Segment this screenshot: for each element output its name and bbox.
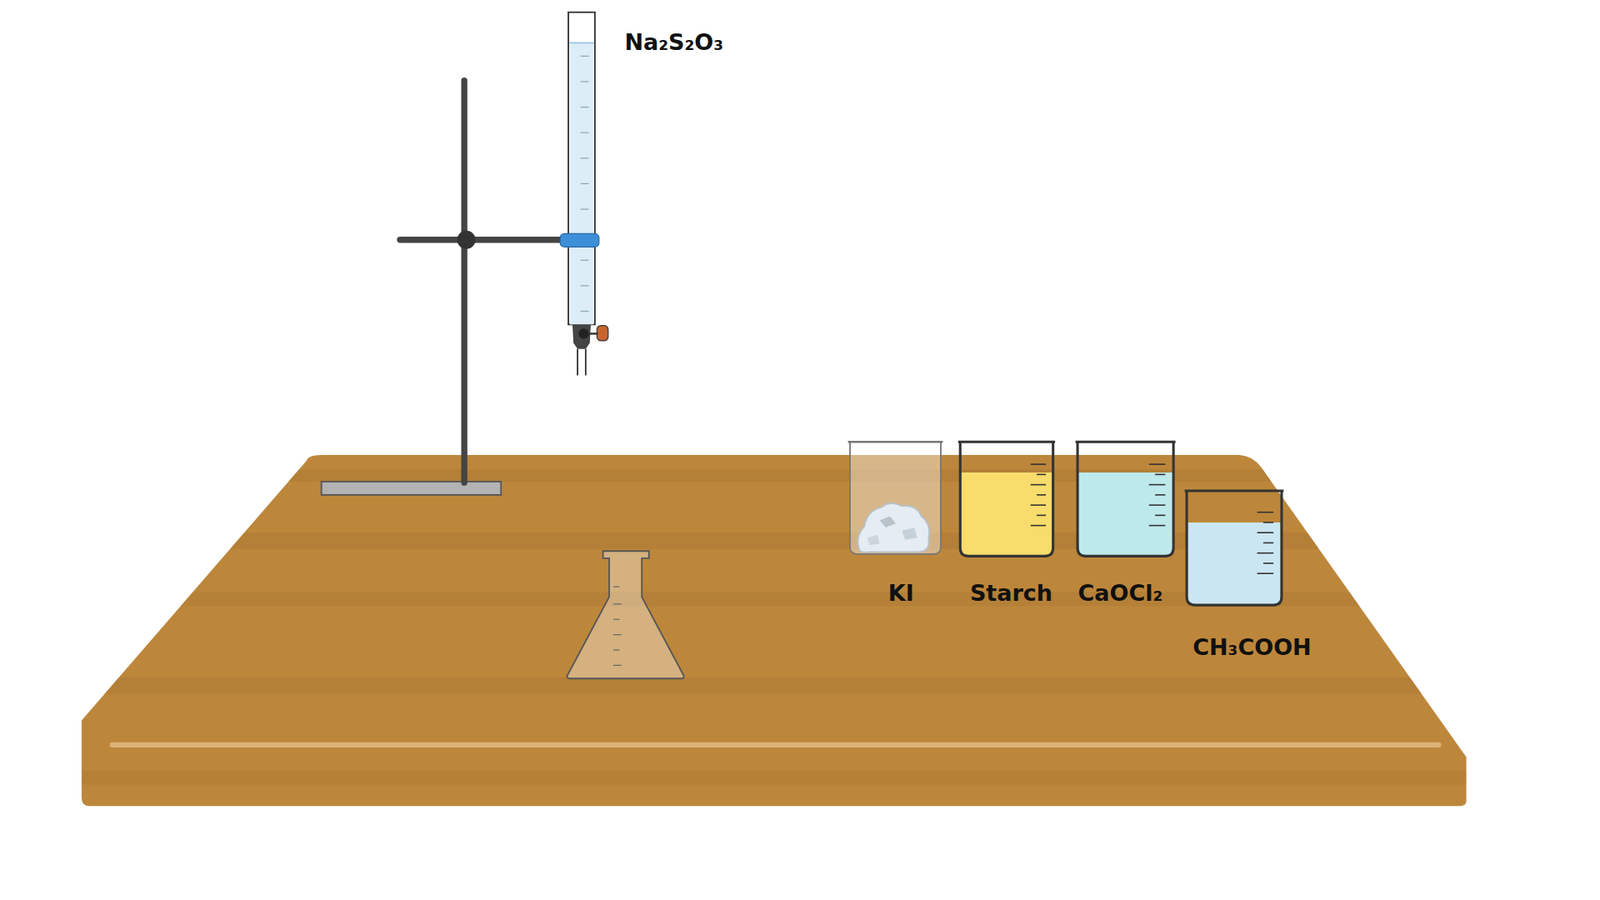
beaker-liquid [960,472,1052,555]
scale-tick [1030,484,1046,486]
beaker-scale [1030,464,1046,525]
chemical-label: KI [888,580,915,606]
beaker-scale [1149,464,1166,525]
chemical-label: CH₃COOH [1192,634,1312,660]
scale-tick [1263,521,1274,524]
flask-scale [613,586,622,665]
table-top [81,455,1467,806]
scale-tick [580,260,590,261]
scale-tick [613,603,622,605]
scale-tick [613,649,620,650]
scale-tick [1036,494,1046,496]
scale-tick [1030,525,1046,527]
burette-tube [568,12,595,325]
scale-tick [580,132,590,134]
beaker-rim [1075,440,1176,444]
grain-band [60,469,1490,482]
chemical-label: CaOCl₂ [1078,580,1164,606]
beaker-scale [1257,512,1275,574]
burette-liquid [570,42,594,325]
stopcock-hub [578,328,589,339]
conical-flask [567,550,685,679]
scale-tick [1036,474,1046,476]
beaker-outline [1077,441,1174,556]
burette-scale [580,55,590,311]
scale-tick [580,80,590,82]
stopcock-handle [596,325,608,341]
scale-tick [1036,515,1046,517]
crystal-shade [880,516,897,528]
beaker-liquid [1187,522,1280,605]
scale-tick [613,634,622,635]
scale-tick [580,310,590,312]
liquid-level [569,42,594,45]
beaker-rim [1185,489,1285,492]
acetic-acid-beaker [1185,490,1285,605]
scale-tick [1257,511,1275,514]
chemical-label: Starch [970,580,1053,606]
burette-clamp [560,233,600,247]
scale-tick [1149,504,1166,506]
wood-grain [60,469,1490,785]
stand-base [321,481,502,495]
scale-tick [1155,474,1165,476]
scale-tick [1155,494,1165,496]
grain-band [60,770,1490,785]
scale-tick [1149,525,1166,527]
flask-outline [567,550,685,679]
stopcock-stem [589,332,599,335]
chemical-label: Na₂S₂O₃ [624,29,724,55]
ki-crystals [858,503,930,553]
table-edge-highlight [112,742,1440,748]
beaker-rim [848,440,944,443]
scale-tick [1257,572,1275,575]
burette [560,12,609,376]
scale-tick [1263,562,1274,565]
crystal-shade [901,527,917,540]
bench-table [60,455,1490,806]
caocl2-beaker [1075,441,1176,556]
scale-tick [1155,515,1165,517]
ki-beaker [848,441,944,555]
beaker-outline [960,441,1053,556]
retort-stand [321,77,571,495]
grain-band [60,677,1490,695]
scale-tick [580,208,590,210]
scale-tick [580,183,590,185]
clamp-arm [396,236,570,243]
scale-tick [1030,504,1046,506]
scale-tick [1263,542,1274,545]
starch-beaker [958,441,1055,556]
beaker-outline [850,441,941,555]
scale-tick [613,585,620,587]
scale-tick [613,619,620,620]
crystal-shade [867,535,880,545]
beaker-outline [1186,490,1282,605]
stopcock-body [572,324,591,349]
scale-tick [580,106,590,108]
scale-tick [1257,552,1275,555]
scale-tick [1257,531,1275,534]
scale-tick [580,157,590,159]
scale-tick [1149,484,1166,486]
beaker-rim [958,440,1055,444]
scale-tick [1030,463,1046,465]
scale-tick [613,665,622,666]
burette-tip [577,349,586,376]
clamp-knob [457,230,476,250]
scale-tick [1149,463,1166,465]
stand-rod [460,77,467,486]
scale-tick [580,55,590,57]
scale-tick [580,285,590,286]
beaker-liquid [1078,472,1173,555]
